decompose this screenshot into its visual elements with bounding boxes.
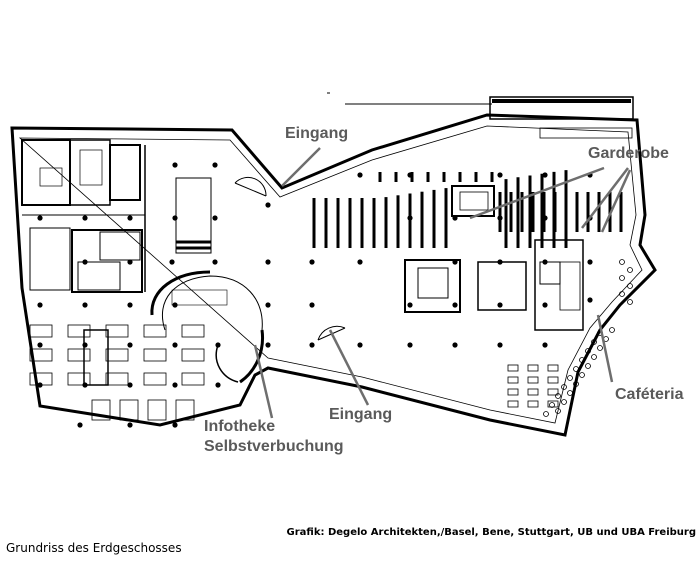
shelving xyxy=(312,170,623,248)
label-wardrobe: Garderobe xyxy=(588,145,669,162)
label-self-checkout: Selbstverbuchung xyxy=(204,438,344,455)
entrance-top-door xyxy=(234,176,267,197)
label-entrance-top: Eingang xyxy=(285,125,349,142)
label-info-desk: Infotheke xyxy=(204,418,276,435)
scale-bar xyxy=(327,92,634,139)
building-outline xyxy=(10,113,657,437)
info-desk-structure xyxy=(150,270,265,384)
leader-lines xyxy=(253,147,632,419)
central-stair xyxy=(175,177,212,254)
label-entrance-bottom: Eingang xyxy=(329,406,393,423)
left-rooms xyxy=(21,139,146,293)
figure-caption: Grundriss des Erdgeschosses xyxy=(6,541,182,555)
image-credit: Grafik: Degelo Architekten,/Basel, Bene,… xyxy=(286,527,696,538)
core-rooms xyxy=(404,185,584,331)
reading-tables xyxy=(29,324,205,421)
label-cafeteria: Caféteria xyxy=(615,386,684,403)
